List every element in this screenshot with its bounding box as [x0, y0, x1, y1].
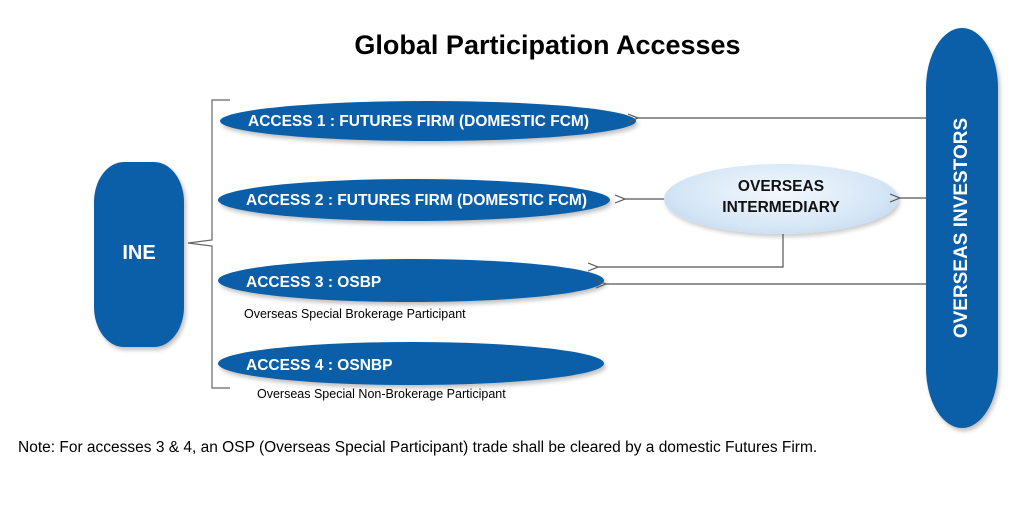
access-1-pill	[220, 101, 636, 141]
ine-brace	[187, 99, 230, 389]
access-3-pill	[218, 259, 604, 302]
arrow-intermediary-access3	[598, 234, 784, 267]
intermediary-label-line1: OVERSEAS	[737, 178, 825, 195]
ine-label: INE	[122, 242, 156, 264]
access-3-subtitle: Overseas Special Brokerage Participant	[244, 307, 466, 321]
intermediary-label: OVERSEAS INTERMEDIARY	[664, 176, 898, 218]
intermediary-ellipse	[664, 164, 898, 234]
access-4-subtitle: Overseas Special Non-Brokerage Participa…	[257, 387, 506, 401]
footnote: Note: For accesses 3 & 4, an OSP (Overse…	[18, 439, 818, 456]
investors-block	[926, 28, 998, 428]
access-2-pill	[218, 179, 610, 221]
intermediary-label-line2: INTERMEDIARY	[722, 199, 840, 216]
access-2-label: ACCESS 2 : FUTURES FIRM (DOMESTIC FCM)	[246, 192, 587, 209]
access-1-label: ACCESS 1 : FUTURES FIRM (DOMESTIC FCM)	[248, 113, 589, 130]
access-3-label: ACCESS 3 : OSBP	[246, 274, 382, 291]
access-4-label: ACCESS 4 : OSNBP	[246, 357, 393, 374]
diagram-title: Global Participation Accesses	[354, 30, 741, 60]
ine-block	[94, 162, 184, 347]
access-4-pill	[218, 342, 604, 385]
